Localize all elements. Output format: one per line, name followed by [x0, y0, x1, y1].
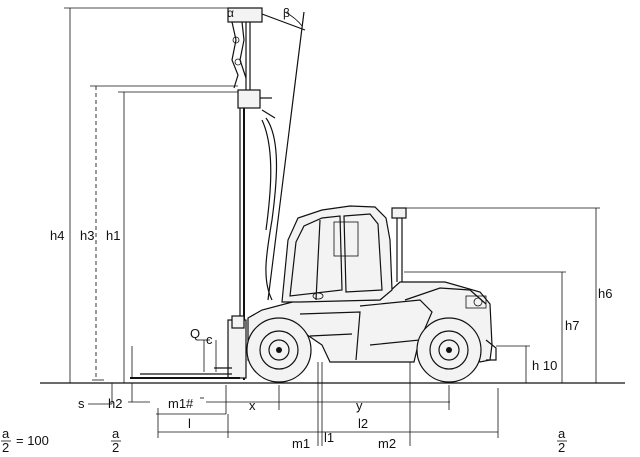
a-half-marker-right: a 2: [557, 426, 567, 455]
label-m2: m2: [378, 436, 396, 451]
label-h1: h1: [106, 228, 120, 243]
label-alpha: α: [227, 6, 234, 20]
length-dimensions: [156, 362, 499, 446]
label-h4: h4: [50, 228, 64, 243]
dimension-labels: h4 h3 h1 h6 h7 h 10 s h2 Q c m1# x y l l…: [50, 6, 612, 451]
formula-a-half: a 2 = 100: [1, 426, 49, 455]
label-x: x: [249, 398, 256, 413]
formula-denominator: 2: [2, 440, 9, 452]
a-half-right-numerator: a: [558, 426, 566, 441]
formula-value: = 100: [16, 433, 49, 448]
formula-numerator: a: [2, 426, 10, 441]
label-c: c: [206, 332, 213, 347]
label-h7: h7: [565, 318, 579, 333]
label-h6: h6: [598, 286, 612, 301]
label-beta: β: [283, 6, 290, 20]
a-half-left-denominator: 2: [112, 440, 119, 452]
height-dimensions-right: [404, 207, 600, 383]
label-y: y: [356, 398, 363, 413]
label-l2: l2: [358, 416, 368, 431]
label-h2: h2: [108, 396, 122, 411]
label-l1: l1: [324, 430, 334, 445]
a-half-right-denominator: 2: [558, 440, 565, 452]
mast: [227, 7, 306, 380]
label-m1: m1: [292, 436, 310, 451]
fork-carriage: [130, 315, 247, 379]
rear-wheel: [416, 317, 482, 383]
label-Q: Q: [190, 326, 200, 341]
height-dimensions-left: [64, 7, 238, 405]
label-h3: h3: [80, 228, 94, 243]
label-h10: h 10: [532, 358, 557, 373]
a-half-left-numerator: a: [112, 426, 120, 441]
label-s: s: [78, 396, 85, 411]
label-m1hash: m1#: [168, 396, 194, 411]
a-half-marker-left: a 2: [111, 426, 121, 455]
label-l: l: [188, 416, 191, 431]
front-wheel: [246, 317, 312, 383]
